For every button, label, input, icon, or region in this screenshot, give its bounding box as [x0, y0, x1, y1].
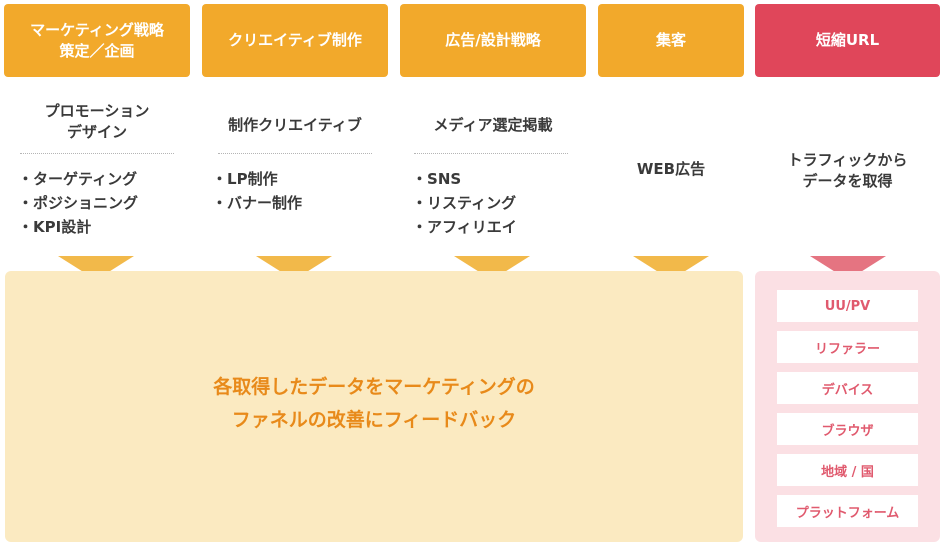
divider [218, 153, 372, 154]
feedback-panel [5, 271, 743, 542]
header-creative-production: クリエイティブ制作 [202, 4, 388, 77]
subtitle-web-ads: WEB広告 [636, 160, 706, 178]
list-item: SNS [412, 167, 517, 191]
list-media-items: SNS リスティング アフィリエイ [412, 167, 517, 239]
subtitle-promotion-design: プロモーション デザイン [44, 102, 150, 141]
metric-uu-pv: UU/PV [777, 290, 918, 322]
divider [414, 153, 568, 154]
header-acquisition: 集客 [598, 4, 744, 77]
metric-referrer: リファラー [777, 331, 918, 363]
list-item: バナー制作 [212, 191, 302, 215]
list-item: ポジショニング [18, 191, 138, 215]
metric-browser: ブラウザ [777, 413, 918, 445]
metric-region-country: 地域 / 国 [777, 454, 918, 486]
divider [20, 153, 174, 154]
list-item: アフィリエイ [412, 215, 517, 239]
list-marketing-items: ターゲティング ポジショニング KPI設計 [18, 167, 138, 239]
subtitle-traffic-data: トラフィックから データを取得 [787, 151, 908, 190]
subtitle-media-selection: メディア選定掲載 [433, 116, 553, 134]
metric-device: デバイス [777, 372, 918, 404]
subtitle-creative: 制作クリエイティブ [228, 116, 362, 134]
metric-platform: プラットフォーム [777, 495, 918, 527]
list-item: ターゲティング [18, 167, 138, 191]
list-creative-items: LP制作 バナー制作 [212, 167, 302, 215]
header-ad-strategy: 広告/設計戦略 [400, 4, 586, 77]
header-marketing-strategy: マーケティング戦略 策定／企画 [4, 4, 190, 77]
list-item: リスティング [412, 191, 517, 215]
header-short-url: 短縮URL [755, 4, 940, 77]
list-item: LP制作 [212, 167, 302, 191]
feedback-message: 各取得したデータをマーケティングの ファネルの改善にフィードバック [213, 376, 535, 431]
list-item: KPI設計 [18, 215, 138, 239]
